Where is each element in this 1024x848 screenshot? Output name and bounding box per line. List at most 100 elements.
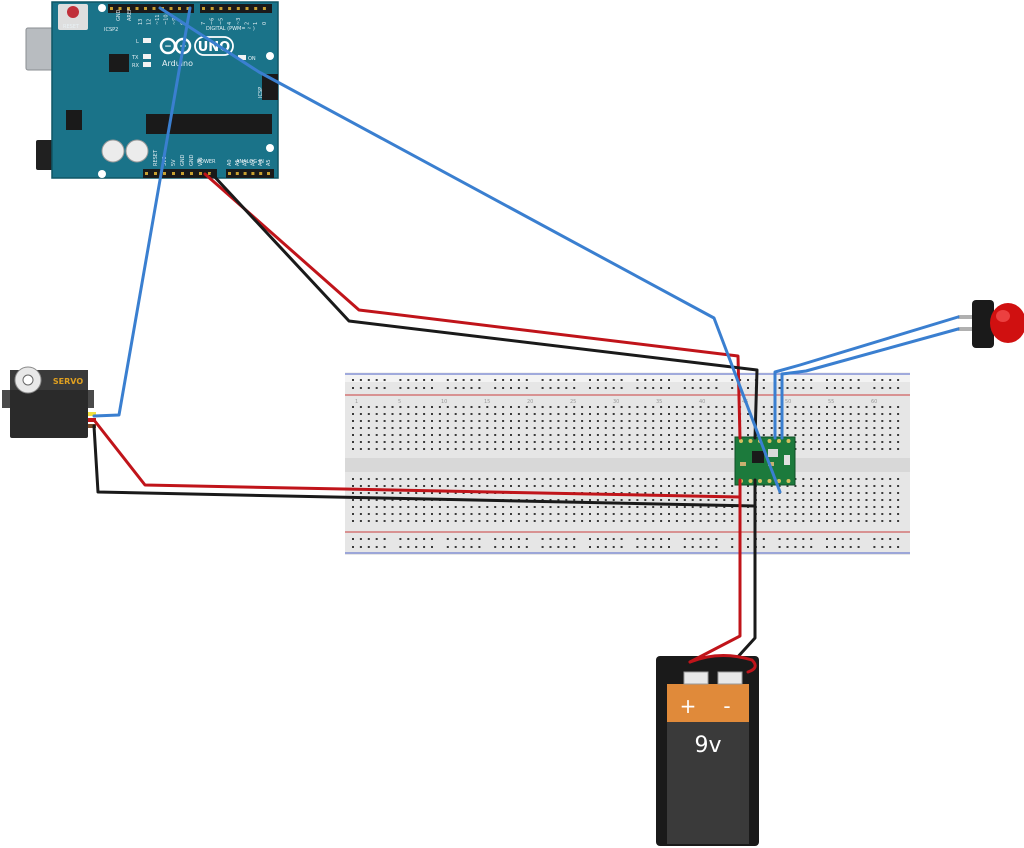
- breadboard-hole: [423, 492, 426, 494]
- breadboard-hole: [375, 420, 378, 422]
- breadboard-hole: [589, 546, 591, 548]
- breadboard-hole: [565, 499, 568, 501]
- breadboard-hole: [573, 520, 576, 522]
- breadboard-hole: [510, 478, 512, 480]
- breadboard-hole: [573, 506, 576, 508]
- breadboard-hole: [549, 434, 552, 436]
- breadboard-hole: [644, 546, 647, 548]
- breadboard-hole: [652, 406, 655, 408]
- breadboard-hole: [391, 441, 394, 443]
- breadboard-hole: [391, 492, 394, 494]
- reset-button-cap[interactable]: [67, 6, 79, 18]
- breadboard-hole: [517, 506, 520, 508]
- breadboard-hole: [636, 538, 639, 540]
- breadboard-hole: [881, 513, 884, 515]
- breadboard-hole: [849, 513, 852, 515]
- pin-label: A4: [258, 159, 264, 166]
- wire-button-a[interactable]: [773, 315, 960, 440]
- breadboard-hole: [873, 413, 876, 415]
- breadboard-hole: [699, 434, 702, 436]
- breadboard-hole: [731, 520, 734, 522]
- breadboard-hole: [359, 520, 362, 522]
- breadboard-hole: [612, 420, 615, 422]
- push-button[interactable]: [958, 300, 1024, 348]
- wire-battery-plus[interactable]: [688, 478, 742, 664]
- breadboard-hole: [604, 513, 607, 515]
- breadboard-hole: [731, 513, 734, 515]
- breadboard-hole: [723, 448, 726, 450]
- breadboard-hole: [802, 520, 805, 522]
- wire-battery-minus[interactable]: [733, 478, 757, 662]
- module-pin: [748, 439, 753, 443]
- breadboard-hole: [399, 427, 402, 429]
- breadboard-hole: [826, 420, 828, 422]
- header-pin: [152, 7, 156, 10]
- breadboard-hole: [423, 506, 426, 508]
- breadboard-hole: [352, 379, 354, 381]
- breadboard-hole: [604, 420, 607, 422]
- breadboard-hole: [873, 506, 876, 508]
- breadboard-hole: [541, 379, 544, 381]
- module-pin: [758, 479, 762, 483]
- breadboard-hole: [549, 513, 552, 515]
- wire-button-b[interactable]: [780, 327, 960, 440]
- header-pin: [118, 7, 122, 10]
- pin-label: 0: [262, 22, 268, 25]
- breadboard-hole: [683, 506, 686, 508]
- breadboard-hole: [438, 427, 441, 429]
- breadboard-hole: [723, 441, 726, 443]
- wire-servo-ground[interactable]: [92, 424, 757, 508]
- breadboard-hole: [628, 506, 631, 508]
- breadboard-hole: [644, 485, 647, 487]
- wire-arduino-gnd-to-module[interactable]: [210, 172, 759, 440]
- breadboard-hole: [438, 478, 441, 480]
- breadboard-hole: [589, 406, 591, 408]
- servo-signal-pin: [88, 412, 96, 416]
- pin-label: ~3: [236, 18, 242, 25]
- button-cap[interactable]: [990, 303, 1024, 343]
- breadboard-hole: [502, 434, 505, 436]
- breadboard-hole: [462, 420, 465, 422]
- breadboard-hole: [762, 387, 765, 389]
- breadboard-hole: [668, 520, 670, 522]
- wire-arduino-pin-to-module[interactable]: [158, 6, 782, 494]
- breadboard-hole: [446, 420, 449, 422]
- breadboard-hole: [707, 520, 710, 522]
- breadboard-hole: [446, 538, 449, 540]
- battery-label-band: [667, 684, 749, 722]
- breadboard-hole: [383, 427, 386, 429]
- breadboard-hole: [407, 441, 410, 443]
- breadboard-hole: [502, 513, 505, 515]
- breadboard-hole: [604, 441, 607, 443]
- breadboard-hole: [415, 546, 418, 548]
- breadboard-hole: [470, 434, 473, 436]
- breadboard-hole: [454, 441, 457, 443]
- breadboard-hole: [881, 506, 884, 508]
- breadboard-hole: [826, 513, 828, 515]
- breadboard-hole: [802, 413, 805, 415]
- wire-arduino-5v-to-module[interactable]: [203, 172, 742, 440]
- breadboard-hole: [462, 427, 465, 429]
- breadboard-hole: [889, 513, 892, 515]
- wire-arduino-pin-to-servo[interactable]: [92, 6, 192, 418]
- breadboard-hole: [818, 513, 821, 515]
- breadboard-hole: [897, 448, 900, 450]
- breadboard-hole: [462, 478, 465, 480]
- wire-servo-power[interactable]: [92, 418, 742, 499]
- breadboard-hole: [762, 499, 765, 501]
- breadboard-hole: [446, 485, 449, 487]
- breadboard-hole: [833, 406, 836, 408]
- breadboard-hole: [359, 420, 362, 422]
- breadboard-hole: [786, 379, 789, 381]
- breadboard-hole: [723, 434, 726, 436]
- breadboard-hole: [675, 427, 678, 429]
- column-label: 60: [871, 399, 877, 405]
- breadboard-hole: [841, 520, 844, 522]
- module-pin: [777, 439, 781, 443]
- breadboard-hole: [596, 520, 599, 522]
- breadboard-hole: [873, 406, 876, 408]
- breadboard-hole: [502, 406, 505, 408]
- breadboard-hole: [873, 546, 876, 548]
- breadboard-hole: [731, 427, 734, 429]
- breadboard-hole: [367, 520, 370, 522]
